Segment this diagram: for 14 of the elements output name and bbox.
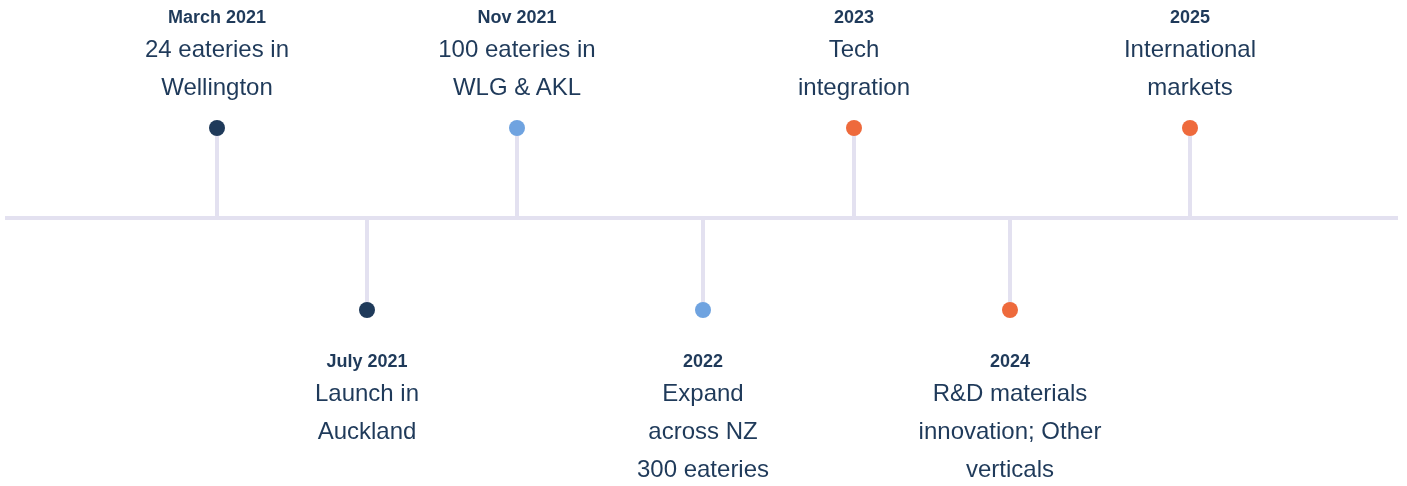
milestone-date: Nov 2021 — [477, 6, 557, 29]
milestone-description: R&D materials innovation; Other verticals — [917, 378, 1103, 484]
milestone-description: International markets — [1122, 34, 1258, 102]
milestone-description: Tech integration — [796, 34, 912, 102]
milestone-date: 2025 — [1169, 6, 1210, 29]
milestone-description: 24 eateries in Wellington — [143, 34, 291, 102]
milestone-date: 2024 — [989, 350, 1030, 373]
milestone-date: July 2021 — [326, 350, 408, 373]
milestone-description: 100 eateries in WLG & AKL — [437, 34, 597, 102]
milestone-date: 2023 — [833, 6, 874, 29]
milestone-description: Launch in Auckland — [313, 378, 421, 446]
milestone-date: 2022 — [682, 350, 723, 373]
milestone-date: March 2021 — [167, 6, 267, 29]
milestone-description: Expand across NZ 300 eateries — [635, 378, 771, 484]
